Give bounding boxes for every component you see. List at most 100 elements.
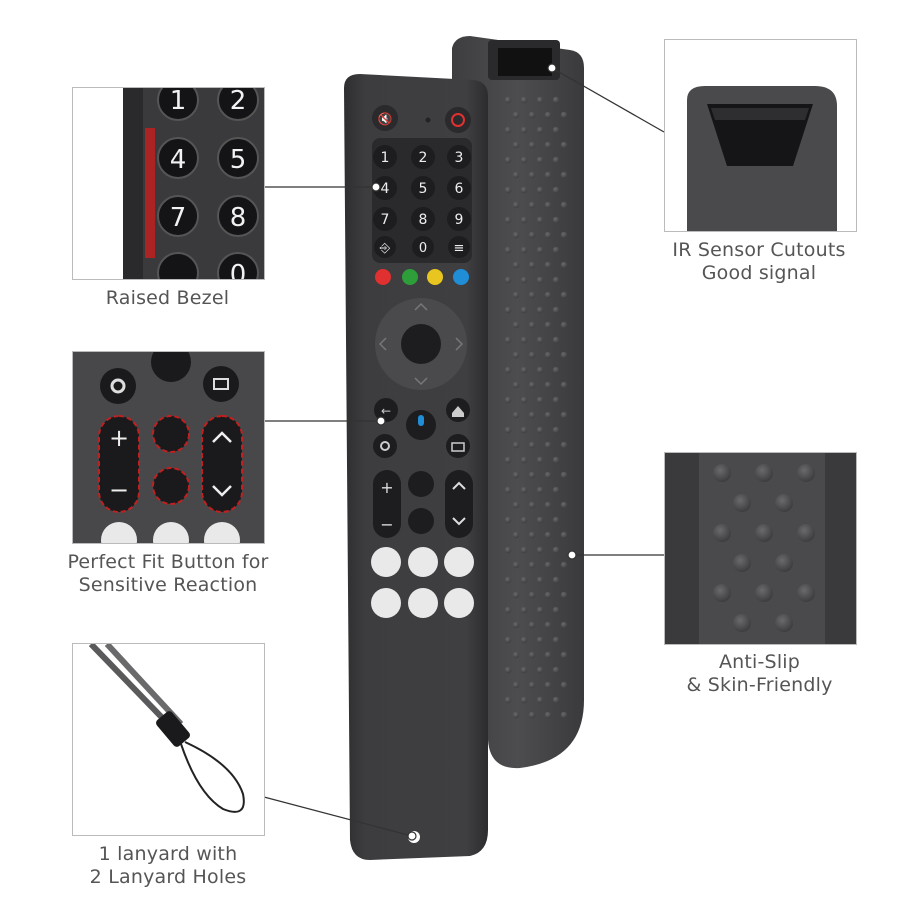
anti-slip-dot [512,711,520,719]
anti-slip-dot [544,261,552,269]
anti-slip-dot [552,456,560,464]
anti-slip-dot [536,426,544,434]
anti-slip-dot [560,291,568,299]
leader-lines [263,63,665,841]
anti-slip-dot [504,456,512,464]
label-lanyard: 1 lanyard with 2 Lanyard Holes [89,843,247,888]
anti-slip-dot [528,531,536,539]
anti-slip-dot [504,246,512,254]
round-key-1 [408,471,434,497]
anti-slip-dot [512,561,520,569]
anti-slip-dot [713,584,731,602]
anti-slip-dot [544,351,552,359]
anti-slip-dot [504,666,512,674]
anti-slip-dot [552,336,560,344]
anti-slip-dot [544,681,552,689]
svg-text:🔇: 🔇 [378,112,393,126]
svg-text:←: ← [381,404,391,418]
anti-slip-dot [560,471,568,479]
anti-slip-dot [775,494,793,512]
mute-button [372,105,398,131]
anti-slip-dot [528,501,536,509]
anti-slip-dot [528,561,536,569]
anti-slip-dot [504,366,512,374]
anti-slip-dot [536,396,544,404]
red-key [375,269,391,285]
anti-slip-dot [512,141,520,149]
anti-slip-dot [544,531,552,539]
pad-bottom-key [448,236,470,258]
anti-slip-dot [504,306,512,314]
anti-slip-dots [504,96,568,719]
anti-slip-dot [528,411,536,419]
anti-slip-dot [528,291,536,299]
anti-slip-dot [520,486,528,494]
num-key-label: 8 [419,212,428,228]
svg-text:+: + [109,424,129,452]
anti-slip-dot [528,321,536,329]
anti-slip-dot [536,636,544,644]
num-key-9 [447,207,471,231]
anti-slip-dot [512,291,520,299]
anti-slip-dot [512,531,520,539]
anti-slip-dot [520,516,528,524]
round-key-2 [408,508,434,534]
anti-slip-dot [520,246,528,254]
anti-slip-dot [504,336,512,344]
anti-slip-dot [520,396,528,404]
anti-slip-dot [544,501,552,509]
anti-slip-dot [536,666,544,674]
anti-slip-dot [536,576,544,584]
anti-slip-dot [536,306,544,314]
anti-slip-dot [520,576,528,584]
svg-text:−: − [109,476,129,504]
anti-slip-dot [520,426,528,434]
anti-slip-dot [512,621,520,629]
svg-text:5: 5 [230,145,247,175]
anti-slip-dot [520,546,528,554]
anti-slip-dot [536,456,544,464]
anti-slip-dot [775,554,793,572]
anti-slip-dot [520,306,528,314]
anti-slip-dot [512,171,520,179]
anti-slip-dot [504,216,512,224]
anti-slip-dot [512,501,520,509]
anti-slip-dot [536,246,544,254]
num-key-label: 6 [455,181,464,197]
anti-slip-dot [560,621,568,629]
num-key-label: 1 [381,150,390,166]
anti-slip-dot [512,261,520,269]
svg-text:4: 4 [170,145,187,175]
settings-button [373,434,397,458]
anti-slip-dot [512,111,520,119]
anti-slip-dot [528,351,536,359]
anti-slip-dot [504,546,512,554]
green-key [402,269,418,285]
anti-slip-dot [528,231,536,239]
anti-slip-dot [552,216,560,224]
anti-slip-dot [544,561,552,569]
anti-slip-dot [713,464,731,482]
anti-slip-dot [520,126,528,134]
anti-slip-dot [528,711,536,719]
anti-slip-dot [528,111,536,119]
anti-slip-dot [504,636,512,644]
anti-slip-dot [528,171,536,179]
anti-slip-dot [552,306,560,314]
anti-slip-dot [536,606,544,614]
anti-slip-dot [512,681,520,689]
anti-slip-dot [504,96,512,104]
inset-perfect-fit: + − [72,351,265,544]
num-key-label: 4 [381,181,390,197]
anti-slip-dot [536,276,544,284]
anti-slip-dot [520,696,528,704]
tv-button [446,434,470,458]
anti-slip-dot [504,516,512,524]
svg-text:2: 2 [230,88,247,116]
anti-slip-dot [536,186,544,194]
pad-bottom-key-label: 0 [419,241,427,256]
channel-rocker [445,470,473,538]
num-key-6 [447,176,471,200]
